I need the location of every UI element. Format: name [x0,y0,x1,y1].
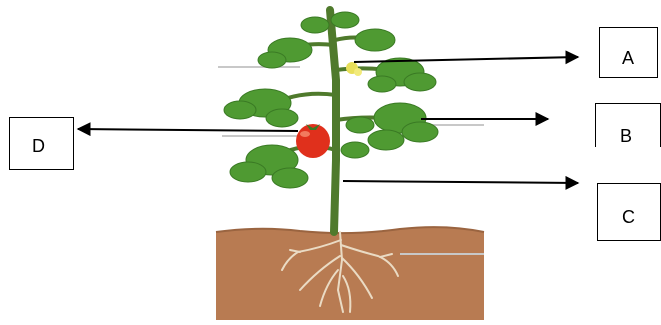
label-d-text: D [32,136,45,157]
tomato-plant-illustration [216,0,484,320]
label-c-text: C [622,207,635,228]
tomato-fruit [296,124,330,158]
label-box-c: C [597,183,661,241]
label-box-b: B [595,103,661,147]
label-b-text: B [620,126,632,147]
label-box-a: A [599,27,658,78]
label-a-text: A [622,48,634,69]
label-box-d: D [9,117,74,170]
